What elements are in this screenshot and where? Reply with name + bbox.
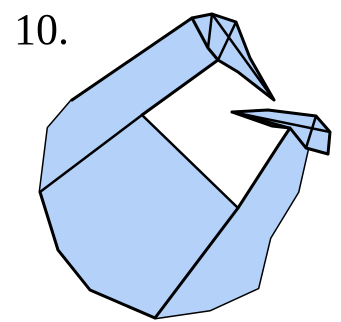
origami-fold-diagram [0,0,341,322]
